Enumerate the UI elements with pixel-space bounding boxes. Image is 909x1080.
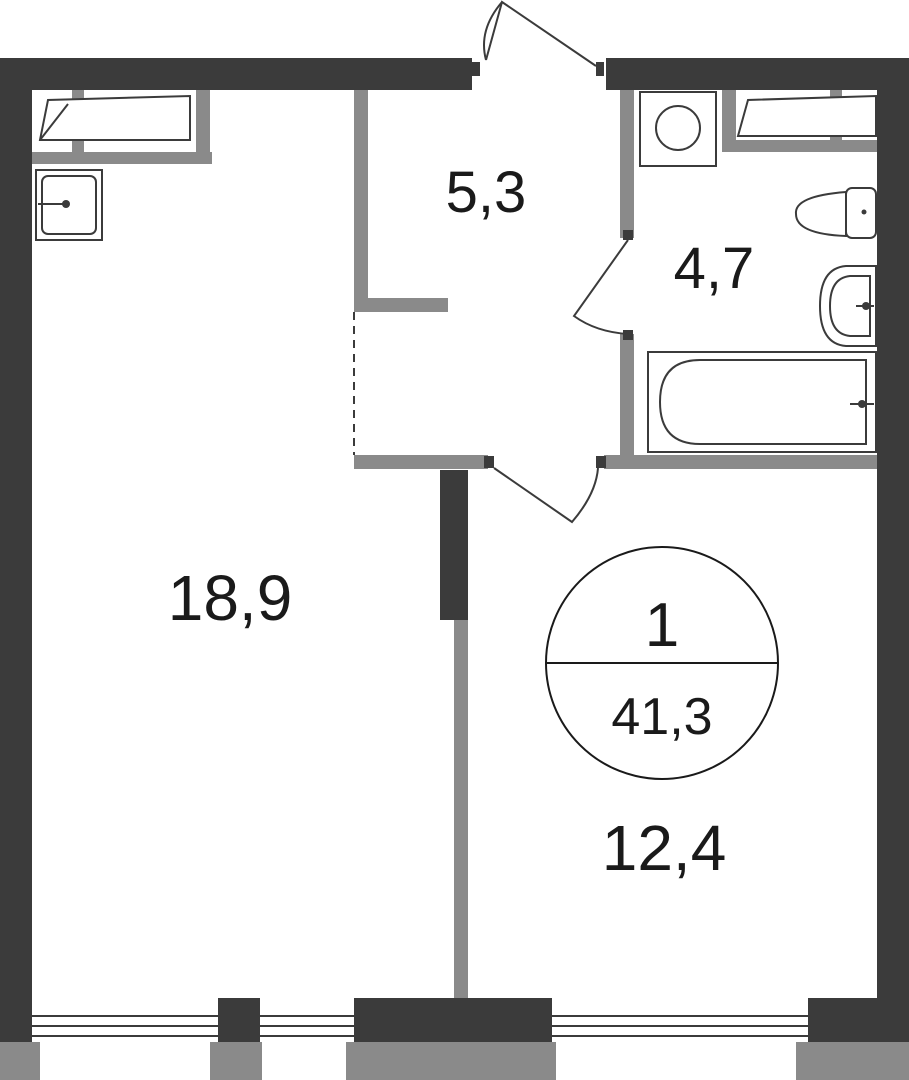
top-wall-left <box>0 58 472 90</box>
top-wall-right <box>606 58 909 90</box>
washing-machine-icon <box>639 91 717 167</box>
bedroom-area-label: 12,4 <box>602 812 727 884</box>
facade-strip <box>0 1042 909 1080</box>
living-area-label: 18,9 <box>168 562 293 634</box>
facade-panel-2 <box>262 1042 346 1080</box>
bath-niche-wall <box>722 90 736 152</box>
washbasin-icon <box>818 265 877 347</box>
bath-niche-sill <box>736 94 877 137</box>
kitchen-hood <box>38 94 191 141</box>
hall-bottom-wall-left <box>354 455 488 469</box>
bathtub-icon <box>647 351 877 453</box>
window-bedroom <box>552 998 808 1042</box>
bath-door <box>572 239 629 335</box>
partition-wall <box>454 620 468 998</box>
entrance-door-swing <box>483 1 503 61</box>
bath-wall-top <box>620 90 634 238</box>
hall-area-label: 5,3 <box>446 160 527 225</box>
window-living-small <box>260 998 354 1042</box>
entrance-door-leaf <box>485 0 597 67</box>
fixtures <box>35 91 877 453</box>
doors <box>353 0 633 524</box>
facade-panel-1 <box>40 1042 210 1080</box>
bath-wall-bottom <box>620 334 634 468</box>
bedroom-door <box>493 467 599 524</box>
facade-panel-3 <box>556 1042 796 1080</box>
area-summary-badge: 1 41,3 <box>545 546 779 780</box>
hall-bottom-wall-right <box>604 455 877 469</box>
partition-dark-segment <box>440 470 468 620</box>
left-wall <box>0 58 32 1058</box>
closet-wall <box>354 90 368 310</box>
inner-walls <box>32 90 877 998</box>
closet-shelf <box>354 298 448 312</box>
kitchen-sink-icon <box>35 169 103 241</box>
room-count: 1 <box>645 591 679 660</box>
kitchen-cabinet-side <box>196 90 210 164</box>
toilet-icon <box>794 187 877 239</box>
bathroom-area-label: 4,7 <box>674 236 755 301</box>
kitchen-cabinet-bottom <box>32 152 212 164</box>
right-wall <box>877 58 909 1058</box>
total-area: 41,3 <box>611 688 712 746</box>
windows <box>32 998 808 1042</box>
bath-niche-bottom <box>722 140 877 152</box>
window-living <box>32 998 218 1042</box>
